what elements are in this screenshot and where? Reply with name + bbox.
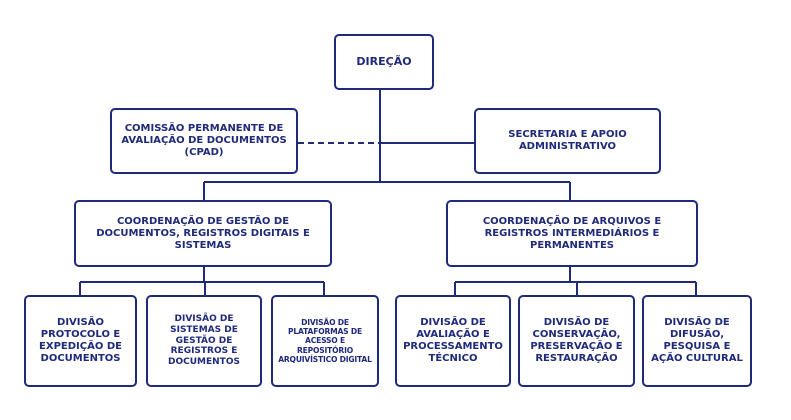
div-difusao-label: DIVISÃO DE DIFUSÃO, PESQUISA E AÇÃO CULT… <box>651 317 743 364</box>
div-conservacao-label: DIVISÃO DE CONSERVAÇÃO, PRESERVAÇÃO E RE… <box>530 317 623 364</box>
div-avaliacao-label: DIVISÃO DE AVALIAÇÃO E PROCESSAMENTO TÉC… <box>403 317 503 364</box>
div-sistemas-box: DIVISÃO DE SISTEMAS DE GESTÃO DE REGISTR… <box>146 295 262 387</box>
div-sistemas-label: DIVISÃO DE SISTEMAS DE GESTÃO DE REGISTR… <box>168 314 240 368</box>
coord-gestao-box: COORDENAÇÃO DE GESTÃO DE DOCUMENTOS, REG… <box>74 200 332 267</box>
div-protocolo-label: DIVISÃO PROTOCOLO E EXPEDIÇÃO DE DOCUMEN… <box>39 317 122 364</box>
secretaria-label: SECRETARIA E APOIO ADMINISTRATIVO <box>508 129 627 152</box>
div-protocolo-box: DIVISÃO PROTOCOLO E EXPEDIÇÃO DE DOCUMEN… <box>24 295 137 387</box>
direcao-box: DIREÇÃO <box>334 34 434 90</box>
div-plataformas-label: DIVISÃO DE PLATAFORMAS DE ACESSO E REPOS… <box>278 318 372 364</box>
div-conservacao-box: DIVISÃO DE CONSERVAÇÃO, PRESERVAÇÃO E RE… <box>518 295 635 387</box>
coord-arquivos-box: COORDENAÇÃO DE ARQUIVOS E REGISTROS INTE… <box>446 200 698 267</box>
cpad-label: COMISSÃO PERMANENTE DE AVALIAÇÃO DE DOCU… <box>121 123 287 158</box>
cpad-box: COMISSÃO PERMANENTE DE AVALIAÇÃO DE DOCU… <box>110 108 298 174</box>
secretaria-box: SECRETARIA E APOIO ADMINISTRATIVO <box>474 108 661 174</box>
div-avaliacao-box: DIVISÃO DE AVALIAÇÃO E PROCESSAMENTO TÉC… <box>395 295 511 387</box>
div-difusao-box: DIVISÃO DE DIFUSÃO, PESQUISA E AÇÃO CULT… <box>642 295 752 387</box>
direcao-label: DIREÇÃO <box>356 55 412 69</box>
div-plataformas-box: DIVISÃO DE PLATAFORMAS DE ACESSO E REPOS… <box>271 295 379 387</box>
coord-gestao-label: COORDENAÇÃO DE GESTÃO DE DOCUMENTOS, REG… <box>96 215 310 251</box>
coord-arquivos-label: COORDENAÇÃO DE ARQUIVOS E REGISTROS INTE… <box>482 215 662 251</box>
